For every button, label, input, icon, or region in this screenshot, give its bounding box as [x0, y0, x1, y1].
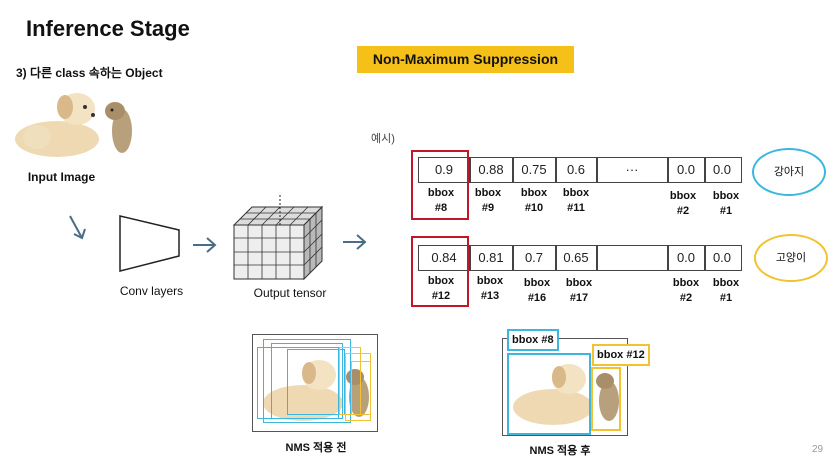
class-cat-oval: 고양이	[754, 234, 828, 282]
cat-score-row: 0.84 0.81 0.7 0.65 0.0 0.0	[418, 245, 742, 271]
down-right-arrow-icon	[69, 215, 86, 240]
score-cell: 0.0	[712, 162, 732, 177]
score-cell: 0.75	[521, 162, 547, 177]
conv-layers-shape	[119, 215, 180, 272]
nms-after-image	[502, 338, 628, 436]
score-cell: 0.9	[434, 162, 454, 177]
dog-result-tag: bbox #8	[507, 329, 559, 351]
bbox-label: bbox#17	[565, 277, 593, 304]
cat-candidate-box	[339, 347, 361, 415]
nms-banner: Non-Maximum Suppression	[357, 46, 574, 73]
example-label: 예시)	[371, 133, 395, 145]
highlight-max-cat	[411, 236, 469, 307]
nms-before-caption: NMS 적용 전	[285, 442, 347, 454]
score-cell: 0.0	[676, 250, 696, 265]
nms-after-caption: NMS 적용 후	[529, 445, 591, 457]
dog-candidate-box	[263, 339, 351, 423]
right-arrow-icon	[193, 237, 217, 253]
score-cell: 0.6	[566, 162, 586, 177]
score-cell: 0.7	[524, 250, 544, 265]
bbox-label: bbox#2	[669, 190, 697, 217]
score-cell: 0.0	[712, 250, 732, 265]
output-tensor-caption: Output tensor	[253, 286, 327, 300]
ellipsis-cell: ···	[625, 162, 639, 177]
puppy-kitten-photo	[513, 364, 619, 425]
bbox-label: bbox#10	[520, 187, 548, 214]
class-dog-oval: 강아지	[752, 148, 826, 196]
slide-title: Inference Stage	[26, 16, 190, 41]
right-arrow-icon	[343, 234, 367, 250]
input-image	[7, 81, 135, 165]
input-image-caption: Input Image	[27, 170, 96, 184]
output-tensor-cube	[232, 195, 324, 281]
score-cell: 0.88	[478, 162, 504, 177]
conv-layers-caption: Conv layers	[119, 284, 184, 298]
dog-candidate-box	[271, 343, 343, 419]
bbox-label: bbox#8	[427, 187, 455, 214]
highlight-max-dog	[411, 150, 469, 220]
bbox-label: bbox#1	[712, 190, 740, 217]
dog-candidate-box	[287, 349, 345, 415]
bbox-label: bbox#9	[474, 187, 502, 214]
bbox-label: bbox#2	[672, 277, 700, 304]
score-cell: 0.0	[676, 162, 696, 177]
cat-candidate-box	[351, 361, 371, 415]
empty-cell	[597, 246, 667, 270]
nms-before-image	[252, 334, 378, 432]
dog-final-box	[507, 353, 591, 435]
score-cell: 0.65	[563, 250, 589, 265]
bbox-label: bbox#13	[476, 275, 504, 302]
cat-final-box	[591, 367, 621, 431]
page-number: 29	[812, 444, 824, 455]
bbox-label: bbox#12	[427, 275, 455, 302]
score-cell: 0.81	[478, 250, 504, 265]
bbox-label: bbox#16	[523, 277, 551, 304]
dog-score-row: 0.9 0.88 0.75 0.6 ··· 0.0 0.0	[418, 157, 742, 183]
section-subtitle: 3) 다른 class 속하는 Object	[16, 66, 163, 80]
cat-result-tag: bbox #12	[592, 344, 650, 366]
score-cell: 0.84	[431, 250, 457, 265]
bbox-label: bbox#11	[562, 187, 590, 214]
bbox-label: bbox#1	[712, 277, 740, 304]
